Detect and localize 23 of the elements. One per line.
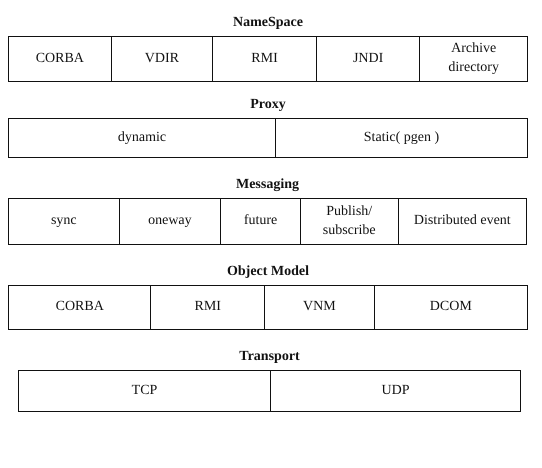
layer-cell: DCOM [374,286,527,329]
layer-cell: Archive directory [419,37,527,81]
layer-cell: CORBA [9,286,150,329]
layer-heading: Proxy [249,97,287,113]
layer-cell: VDIR [110,37,212,81]
layer-cell: Static( pgen ) [274,119,527,157]
layer-cell: future [220,199,300,244]
layer-cell: oneway [118,199,220,244]
layer-cell: Distributed event [398,199,526,244]
layer-heading: Object Model [226,264,310,280]
layer-cell: RMI [212,37,316,81]
layer-cell: VNM [264,286,374,329]
layer-heading: Transport [238,349,301,365]
layer-cell: JNDI [316,37,420,81]
layer-cell: Publish/ subscribe [300,199,398,244]
layer-cell: RMI [150,286,264,329]
layer-heading: Messaging [235,177,300,193]
layer-cell: CORBA [9,37,111,81]
layer-cell: UDP [270,371,520,411]
layer-cell: dynamic [9,119,275,157]
layer-heading: NameSpace [232,15,304,31]
layer-cell: TCP [19,371,270,411]
layer-cell: sync [9,199,119,244]
